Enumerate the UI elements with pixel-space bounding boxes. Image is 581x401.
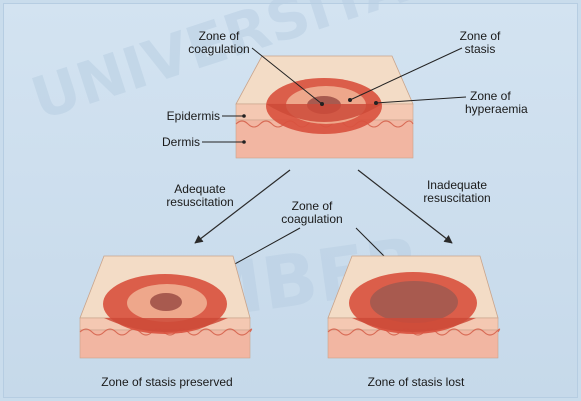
dot-stasis	[348, 98, 352, 102]
label-zone-coagulation-top-2: coagulation	[188, 42, 249, 56]
label-dermis: Dermis	[162, 135, 200, 149]
label-zone-hyperaemia-2: hyperaemia	[465, 102, 528, 116]
label-zone-stasis-1: Zone of	[460, 29, 501, 43]
caption-stasis-preserved: Zone of stasis preserved	[101, 375, 232, 389]
label-inadequate-2: resuscitation	[423, 191, 490, 205]
label-epidermis: Epidermis	[167, 109, 220, 123]
label-inadequate-1: Inadequate	[427, 178, 487, 192]
bottom-right-skin-block	[328, 256, 500, 358]
bottom-left-skin-block	[80, 256, 252, 358]
left-zone-coagulation	[150, 293, 182, 311]
dot-epidermis	[242, 114, 246, 118]
label-zone-coagulation-top-1: Zone of	[199, 29, 240, 43]
right-zone-coagulation	[370, 281, 458, 323]
label-adequate-1: Adequate	[174, 182, 226, 196]
top-skin-block	[236, 56, 413, 158]
label-zone-hyperaemia-1: Zone of	[470, 89, 511, 103]
dot-dermis	[242, 140, 246, 144]
label-zone-coagulation-mid-1: Zone of	[292, 199, 333, 213]
left-block-dermis	[80, 330, 250, 358]
label-adequate-2: resuscitation	[166, 195, 233, 209]
label-zone-stasis-2: stasis	[465, 42, 496, 56]
label-zone-coagulation-mid-2: coagulation	[281, 212, 342, 226]
caption-stasis-lost: Zone of stasis lost	[368, 375, 465, 389]
dot-hyperaemia	[374, 101, 378, 105]
right-block-dermis	[328, 330, 498, 358]
dot-coagulation-top	[320, 102, 324, 106]
